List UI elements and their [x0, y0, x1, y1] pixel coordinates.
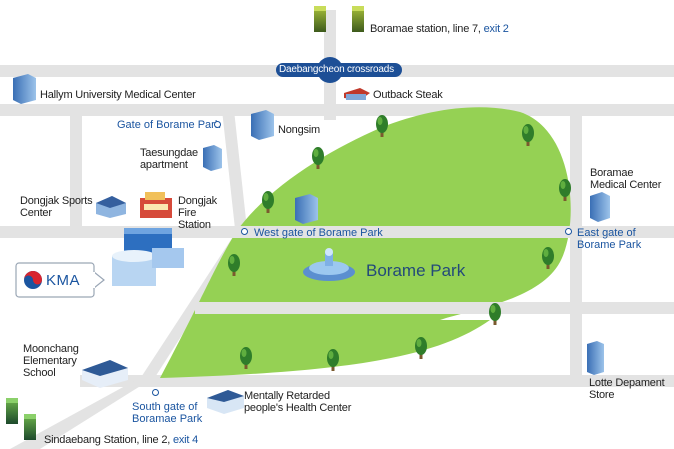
west-gate-label: West gate of Borame Park — [254, 227, 383, 239]
crossroads-label: Daebangcheon crossroads — [279, 64, 394, 75]
boramae-medical-label: Boramae Medical Center — [590, 167, 662, 191]
hallym-label: Hallym University Medical Center — [40, 89, 196, 101]
kma-logo-box — [15, 262, 105, 298]
taesungdae-building-icon — [203, 145, 222, 171]
dongjak-sports-label: Dongjak Sports Center — [20, 195, 93, 219]
tree-icon — [262, 191, 274, 213]
taesungdae-label: Taesungdae apartment — [140, 147, 198, 171]
west-gate-marker — [241, 228, 248, 235]
nongsim-label: Nongsim — [278, 124, 321, 136]
sindaebang-station-label: Sindaebang Station, line 2, exit 4 — [44, 434, 199, 446]
park-building-icon — [295, 194, 318, 224]
boramae-station-label: Boramae station, line 7, exit 2 — [370, 23, 509, 35]
moonchang-label: Moonchang Elementary School — [23, 343, 79, 379]
nongsim-building-icon — [251, 110, 274, 140]
east-gate-label: East gate of Borame Park — [577, 227, 642, 251]
dongjak-sports-building-icon — [96, 196, 126, 218]
crossroads-marker — [276, 57, 402, 83]
tree-icon — [228, 254, 240, 276]
boramae-exit: exit 2 — [483, 23, 509, 35]
park-area — [160, 107, 571, 378]
mentally-building-icon — [207, 390, 244, 414]
dongjak-fire-label: Dongjak Fire Station — [178, 195, 217, 231]
tree-icon — [312, 147, 324, 169]
gate-of-borame-marker — [214, 121, 221, 128]
moonchang-building-icon — [82, 360, 128, 388]
hallym-building-icon — [13, 74, 36, 104]
sindaebang-station-icon — [6, 398, 36, 440]
tree-icon — [376, 115, 388, 137]
boramae-station-icon — [314, 6, 364, 32]
gate-of-borame-label: Gate of Borame Park — [117, 119, 221, 131]
outback-label: Outback Steak — [373, 89, 443, 101]
dongjak-fire-building-icon — [140, 192, 172, 218]
kma-logo-text: KMA — [46, 272, 81, 289]
tree-icon — [559, 179, 571, 201]
tree-icon — [542, 247, 554, 269]
south-gate-marker — [152, 389, 159, 396]
tree-icon — [415, 337, 427, 359]
sindaebang-exit: exit 4 — [172, 434, 199, 446]
tree-icon — [327, 349, 339, 371]
tree-icon — [489, 303, 501, 325]
kma-building-icon — [112, 228, 184, 286]
tree-icon — [240, 347, 252, 369]
boramae-medical-building-icon — [590, 192, 610, 222]
lotte-building-icon — [587, 341, 604, 375]
park-name-label: Borame Park — [366, 261, 466, 280]
east-gate-marker — [565, 228, 572, 235]
fountain-icon — [303, 248, 355, 281]
south-gate-label: South gate of Boramae Park — [132, 401, 203, 425]
lotte-label: Lotte Depament Store — [589, 377, 665, 401]
outback-building-icon — [344, 88, 370, 100]
mentally-label: Mentally Retarded people's Health Center — [244, 390, 352, 414]
trees — [228, 115, 571, 371]
buildings — [13, 74, 610, 414]
tree-icon — [522, 124, 534, 146]
